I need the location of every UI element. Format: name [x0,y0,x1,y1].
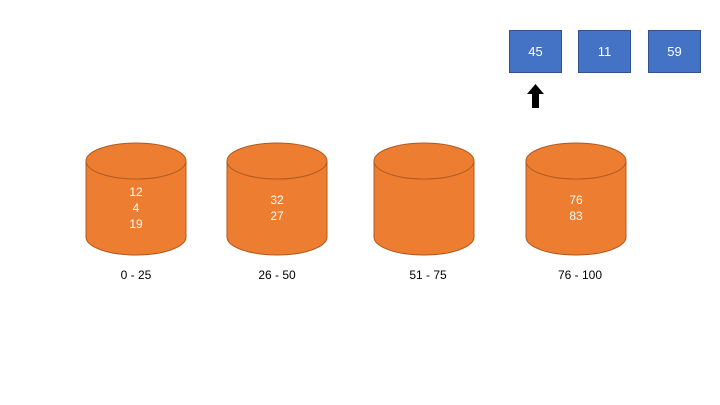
bucket-range-label: 76 - 100 [557,268,603,282]
bucket-value: 19 [129,217,143,231]
bucket: 12 4 19 [85,142,187,256]
bucket-values: 12 4 19 [85,184,187,232]
bucket-value: 4 [132,201,140,215]
cylinder-icon [226,142,328,256]
bucket: 76 83 [525,142,627,256]
bucket-value: 12 [129,185,143,199]
bucket-values: 76 83 [525,192,627,224]
bucket-value: 32 [270,193,284,207]
queue-item-value: 45 [528,44,543,59]
queue-item-value: 11 [597,44,612,59]
cylinder-icon [525,142,627,256]
bucket-value: 83 [569,209,583,223]
bucket: 32 27 [226,142,328,256]
bucket-range-label: 26 - 50 [258,268,296,282]
up-arrow-icon [527,84,544,108]
queue-item: 59 [648,30,701,73]
bucket-value: 27 [270,209,284,223]
cylinder-icon [85,142,187,256]
queue-item: 45 [509,30,562,73]
bucket-value: 76 [569,193,583,207]
bucket-values: 32 27 [226,192,328,224]
cylinder-icon [373,142,475,256]
queue-item-value: 59 [667,44,682,59]
bucket-range-label: 51 - 75 [409,268,447,282]
bucket [373,142,475,256]
bucket-range-label: 0 - 25 [120,268,152,282]
queue-item: 11 [578,30,631,73]
